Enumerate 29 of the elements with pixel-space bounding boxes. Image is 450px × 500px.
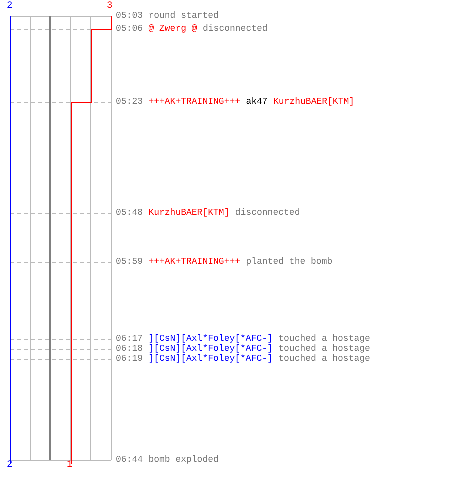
- event-text: touched a hostage: [278, 334, 370, 344]
- axis-number: 3: [107, 1, 113, 10]
- event-text: disconnected: [235, 208, 300, 218]
- player-name: ][CsN][Axl*Foley[*AFC-]: [148, 334, 273, 344]
- time-label: 05:59: [116, 258, 144, 266]
- time-label: 05:03: [116, 12, 144, 20]
- event-text: round started: [148, 12, 219, 20]
- player-name: ][CsN][Axl*Foley[*AFC-]: [148, 354, 273, 364]
- player-name: KurzhuBAER[KTM]: [148, 208, 230, 218]
- axis-number: 2: [7, 1, 13, 10]
- axis-number: 1: [67, 460, 73, 469]
- player-name: @ Zwerg @: [148, 24, 198, 34]
- time-label: 05:48: [116, 208, 144, 218]
- time-label: 06:18: [116, 344, 144, 354]
- time-label: 06:44: [116, 456, 144, 464]
- event-text: bomb exploded: [148, 456, 219, 464]
- player-name: ][CsN][Axl*Foley[*AFC-]: [148, 344, 273, 354]
- time-label: 06:17: [116, 334, 144, 344]
- weapon-name: ak47: [246, 98, 268, 106]
- event-text: touched a hostage: [278, 354, 370, 364]
- player-name: KurzhuBAER[KTM]: [274, 98, 355, 106]
- time-label: 05:23: [116, 98, 144, 106]
- player-name: +++AK+TRAINING+++: [148, 98, 241, 106]
- time-label: 06:19: [116, 354, 144, 364]
- event-text: touched a hostage: [278, 344, 370, 354]
- event-text: disconnected: [203, 24, 268, 34]
- event-text: planted the bomb: [246, 258, 333, 266]
- player-name: +++AK+TRAINING+++: [148, 258, 241, 266]
- time-label: 05:06: [116, 24, 144, 34]
